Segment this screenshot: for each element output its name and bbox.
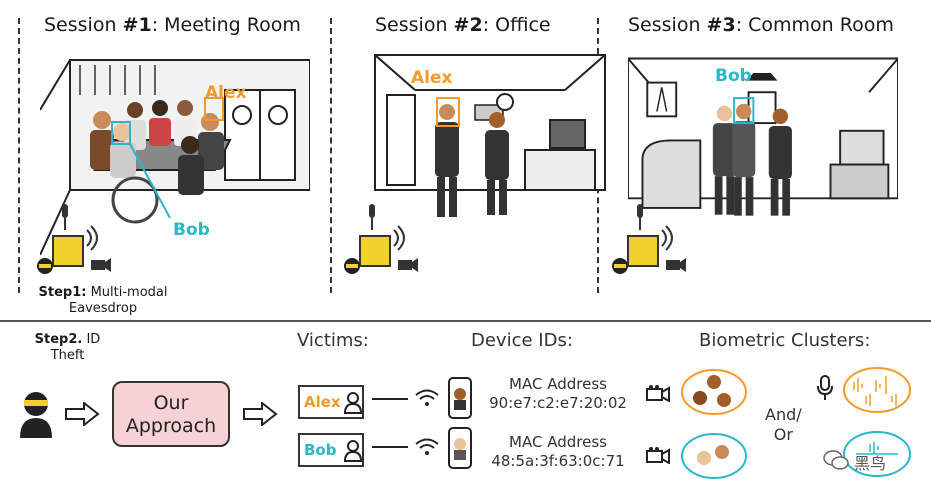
face-cluster-alex (681, 369, 747, 415)
camera-icon (646, 447, 670, 464)
bob-label-session-1: Bob (173, 220, 210, 240)
camera-icon (646, 385, 670, 402)
voice-cluster-bob (843, 431, 911, 477)
arrow-right-icon (243, 402, 278, 426)
face-cluster-bob (681, 433, 747, 479)
wechat-icon (823, 450, 849, 470)
mac-label-alex: MAC Address (509, 375, 607, 393)
mac-block-alex: MAC Address 90:e7:c2:e7:20:02 (478, 375, 638, 413)
person-icon (344, 440, 362, 462)
victim-name-bob: Bob (304, 441, 337, 459)
session-1-title: Session #1: Meeting Room (44, 14, 301, 36)
attacker-icon (20, 392, 52, 438)
victims-heading: Victims: (297, 330, 369, 351)
session-3-prefix: Session (628, 14, 707, 36)
and-or-label: And/ Or (765, 405, 802, 445)
victim-card-bob: Bob (298, 433, 364, 467)
session-2-prefix: Session (375, 14, 454, 36)
mac-label-bob: MAC Address (509, 433, 607, 451)
wifi-icon (415, 389, 439, 406)
step2-caption: Step2. ID Theft (20, 332, 115, 364)
victim-name-alex: Alex (304, 393, 341, 411)
biometric-clusters-heading: Biometric Clusters: (699, 330, 871, 351)
section-divider (0, 320, 931, 322)
step1-text: Multi-modal (86, 285, 168, 300)
victim-card-alex: Alex (298, 385, 364, 419)
person-icon (344, 392, 362, 414)
alex-label-session-2: Alex (411, 68, 453, 88)
eavesdrop-device-3 (612, 204, 686, 274)
step1-caption: Step1: Multi-modal Eavesdrop (28, 285, 178, 317)
eavesdrop-device-1 (37, 204, 111, 274)
session-3-suffix: : Common Room (735, 14, 894, 36)
session-1-number: #1 (122, 14, 152, 36)
session-2-title: Session #2: Office (375, 14, 551, 36)
connector-line (372, 398, 408, 400)
session-1-suffix: : Meeting Room (151, 14, 301, 36)
session-1-prefix: Session (44, 14, 123, 36)
wifi-icon (415, 438, 439, 455)
meeting-room-illustration (40, 59, 310, 255)
divider-1 (330, 18, 332, 293)
or-label: Or (773, 425, 793, 444)
common-room-illustration (628, 57, 898, 216)
step1-heading: Step1: (38, 285, 87, 300)
microphone-icon (817, 375, 833, 400)
and-label: And/ (765, 405, 802, 424)
session-3-title: Session #3: Common Room (628, 14, 894, 36)
phone-icon (448, 427, 472, 469)
session-3-number: #3 (706, 14, 736, 36)
alex-label-session-1: Alex (205, 83, 247, 103)
arrow-right-icon (65, 402, 100, 426)
voice-cluster-alex (843, 367, 911, 413)
approach-line1: Our (153, 392, 189, 414)
step1-text-line2: Eavesdrop (68, 301, 138, 316)
divider-left (18, 18, 20, 293)
eavesdrop-device-2 (344, 204, 418, 274)
device-ids-heading: Device IDs: (471, 330, 573, 351)
session-2-suffix: : Office (482, 14, 551, 36)
step2-text-line2: Theft (50, 348, 85, 363)
phone-icon (448, 377, 472, 419)
our-approach-box: Our Approach (112, 381, 230, 447)
mac-block-bob: MAC Address 48:5a:3f:63:0c:71 (478, 433, 638, 471)
watermark-text: 黑鸟 (854, 454, 887, 473)
approach-line2: Approach (125, 415, 217, 437)
mac-address-bob: 48:5a:3f:63:0c:71 (491, 452, 625, 470)
office-illustration (374, 54, 606, 217)
step2-heading: Step2. (34, 332, 83, 347)
session-2-number: #2 (453, 14, 483, 36)
connector-line (372, 446, 408, 448)
bob-label-session-3: Bob (715, 66, 752, 86)
mac-address-alex: 90:e7:c2:e7:20:02 (489, 394, 627, 412)
step2-text: ID (82, 332, 101, 347)
